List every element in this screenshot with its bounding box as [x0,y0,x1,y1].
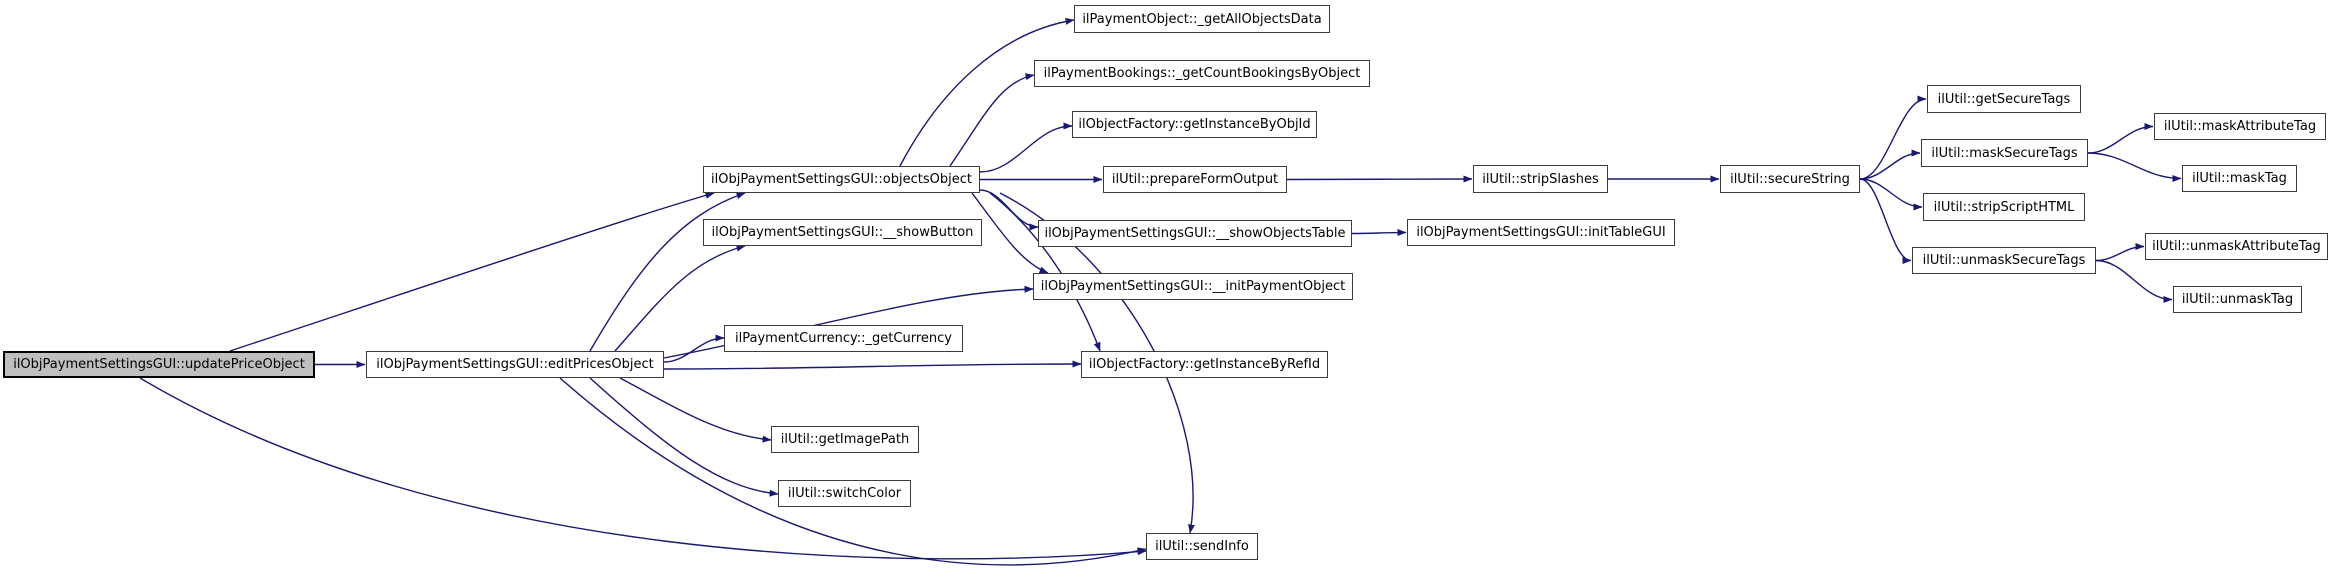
graph-node-switch-color[interactable]: ilUtil::switchColor [778,480,911,507]
graph-node-get-all-objects-data[interactable]: ilPaymentObject::_getAllObjectsData [1074,5,1330,33]
edge-unmask-secure-tags--unmask-tag [2095,259,2173,303]
edge-objects-object--init-payment-object [971,192,1049,274]
graph-node-get-instance-by-ref-id[interactable]: ilObjectFactory::getInstanceByRefId [1081,351,1328,378]
graph-node-strip-slashes[interactable]: ilUtil::stripSlashes [1473,165,1608,193]
edge-mask-secure-tags--mask-attribute-tag [2087,123,2154,154]
edge-prepare-form-output--strip-slashes [1286,175,1473,183]
graph-node-init-table-gui[interactable]: ilObjPaymentSettingsGUI::initTableGUI [1407,219,1675,246]
graph-node-init-payment-object[interactable]: ilObjPaymentSettingsGUI::__initPaymentOb… [1033,273,1353,300]
edge-objects-object--get-all-objects-data [899,17,1075,167]
graph-node-get-instance-by-obj-id[interactable]: ilObjectFactory::getInstanceByObjId [1072,111,1317,138]
edge-edit-prices-object--get-instance-by-ref-id [663,360,1082,370]
edge-edit-prices-object--get-image-path [619,377,772,443]
graph-node-secure-string[interactable]: ilUtil::secureString [1720,165,1860,193]
edge-objects-object--show-objects-table [979,189,1039,231]
edge-edit-prices-object--objects-object [589,192,746,352]
graph-node-prepare-form-output[interactable]: ilUtil::prepareFormOutput [1103,166,1287,193]
edge-edit-prices-object--switch-color [589,377,779,497]
graph-node-show-button[interactable]: ilObjPaymentSettingsGUI::__showButton [703,219,982,246]
graph-node-send-info[interactable]: ilUtil::sendInfo [1146,533,1258,560]
graph-node-mask-secure-tags[interactable]: ilUtil::maskSecureTags [1921,139,2088,167]
graph-node-mask-tag[interactable]: ilUtil::maskTag [2182,165,2297,192]
edge-secure-string--strip-script-html [1859,178,1923,211]
graph-node-get-image-path[interactable]: ilUtil::getImagePath [771,426,919,453]
edge-secure-string--unmask-secure-tags [1859,178,1912,264]
edge-secure-string--mask-secure-tags [1859,149,1921,180]
graph-node-get-secure-tags[interactable]: ilUtil::getSecureTags [1927,85,2081,113]
edge-secure-string--get-secure-tags [1859,95,1927,180]
graph-node-unmask-tag[interactable]: ilUtil::unmaskTag [2173,286,2302,313]
edge-edit-prices-object--get-currency [663,334,725,363]
edge-update-price-object--objects-object [229,191,715,352]
edge-update-price-object--send-info [139,377,1147,560]
edge-unmask-secure-tags--unmask-attribute-tag [2095,243,2145,262]
graph-node-show-objects-table[interactable]: ilObjPaymentSettingsGUI::__showObjectsTa… [1038,220,1352,247]
graph-node-get-currency[interactable]: ilPaymentCurrency::_getCurrency [724,325,963,352]
edge-mask-secure-tags--mask-tag [2087,152,2182,182]
graph-node-objects-object[interactable]: ilObjPaymentSettingsGUI::objectsObject [703,166,980,193]
edge-objects-object--get-count-bookings-by-object [949,73,1035,167]
graph-node-mask-attribute-tag[interactable]: ilUtil::maskAttributeTag [2154,113,2326,140]
graph-node-strip-script-html[interactable]: ilUtil::stripScriptHTML [1923,193,2085,221]
edge-edit-prices-object--send-info [559,377,1147,566]
edge-objects-object--get-instance-by-ref-id [989,192,1101,352]
edge-objects-object--get-instance-by-obj-id [979,122,1073,173]
graph-node-update-price-object[interactable]: ilObjPaymentSettingsGUI::updatePriceObje… [3,351,315,378]
graph-node-edit-prices-object[interactable]: ilObjPaymentSettingsGUI::editPricesObjec… [366,351,664,378]
graph-node-unmask-secure-tags[interactable]: ilUtil::unmaskSecureTags [1912,247,2096,274]
graph-node-unmask-attribute-tag[interactable]: ilUtil::unmaskAttributeTag [2145,233,2328,260]
graph-node-get-count-bookings-by-object[interactable]: ilPaymentBookings::_getCountBookingsByOb… [1034,60,1370,87]
edge-show-objects-table--init-table-gui [1351,229,1407,237]
